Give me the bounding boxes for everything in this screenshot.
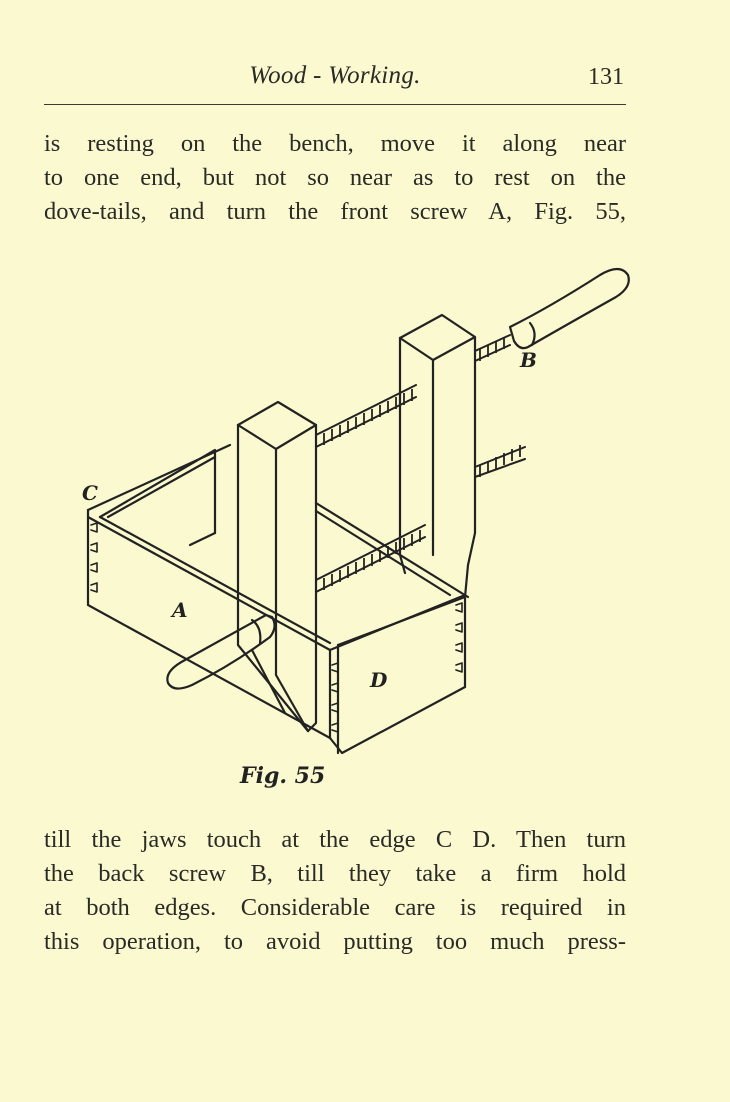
text-line: till the jaws touch at the edge C D. The…	[44, 826, 626, 853]
page-header: Wood - Working. 131	[44, 62, 626, 98]
label-a: A	[170, 598, 188, 622]
text-line: dove-tails, and turn the front screw A, …	[44, 198, 626, 225]
figure-caption: Fig. 55	[239, 763, 325, 789]
paragraph-bottom: till the jaws touch at the edge C D. The…	[44, 823, 626, 959]
page-number: 131	[588, 64, 624, 90]
label-d: D	[369, 668, 388, 692]
hand-screw-clamp-drawing: B C A D Fig. 55	[82, 267, 630, 789]
running-title: Wood - Working.	[249, 62, 421, 89]
figure-hand-screw-illustration: B C A D Fig. 55	[80, 255, 640, 795]
label-c: C	[82, 481, 98, 505]
label-b: B	[519, 348, 537, 372]
text-line: this operation, to avoid putting too muc…	[44, 928, 626, 955]
paragraph-top: is resting on the bench, move it along n…	[44, 127, 626, 229]
text-line: is resting on the bench, move it along n…	[44, 130, 626, 157]
text-line: to one end, but not so near as to rest o…	[44, 164, 626, 191]
text-line: the back screw B, till they take a firm …	[44, 860, 626, 887]
text-line: at both edges. Considerable care is requ…	[44, 894, 626, 921]
header-rule	[44, 104, 626, 105]
